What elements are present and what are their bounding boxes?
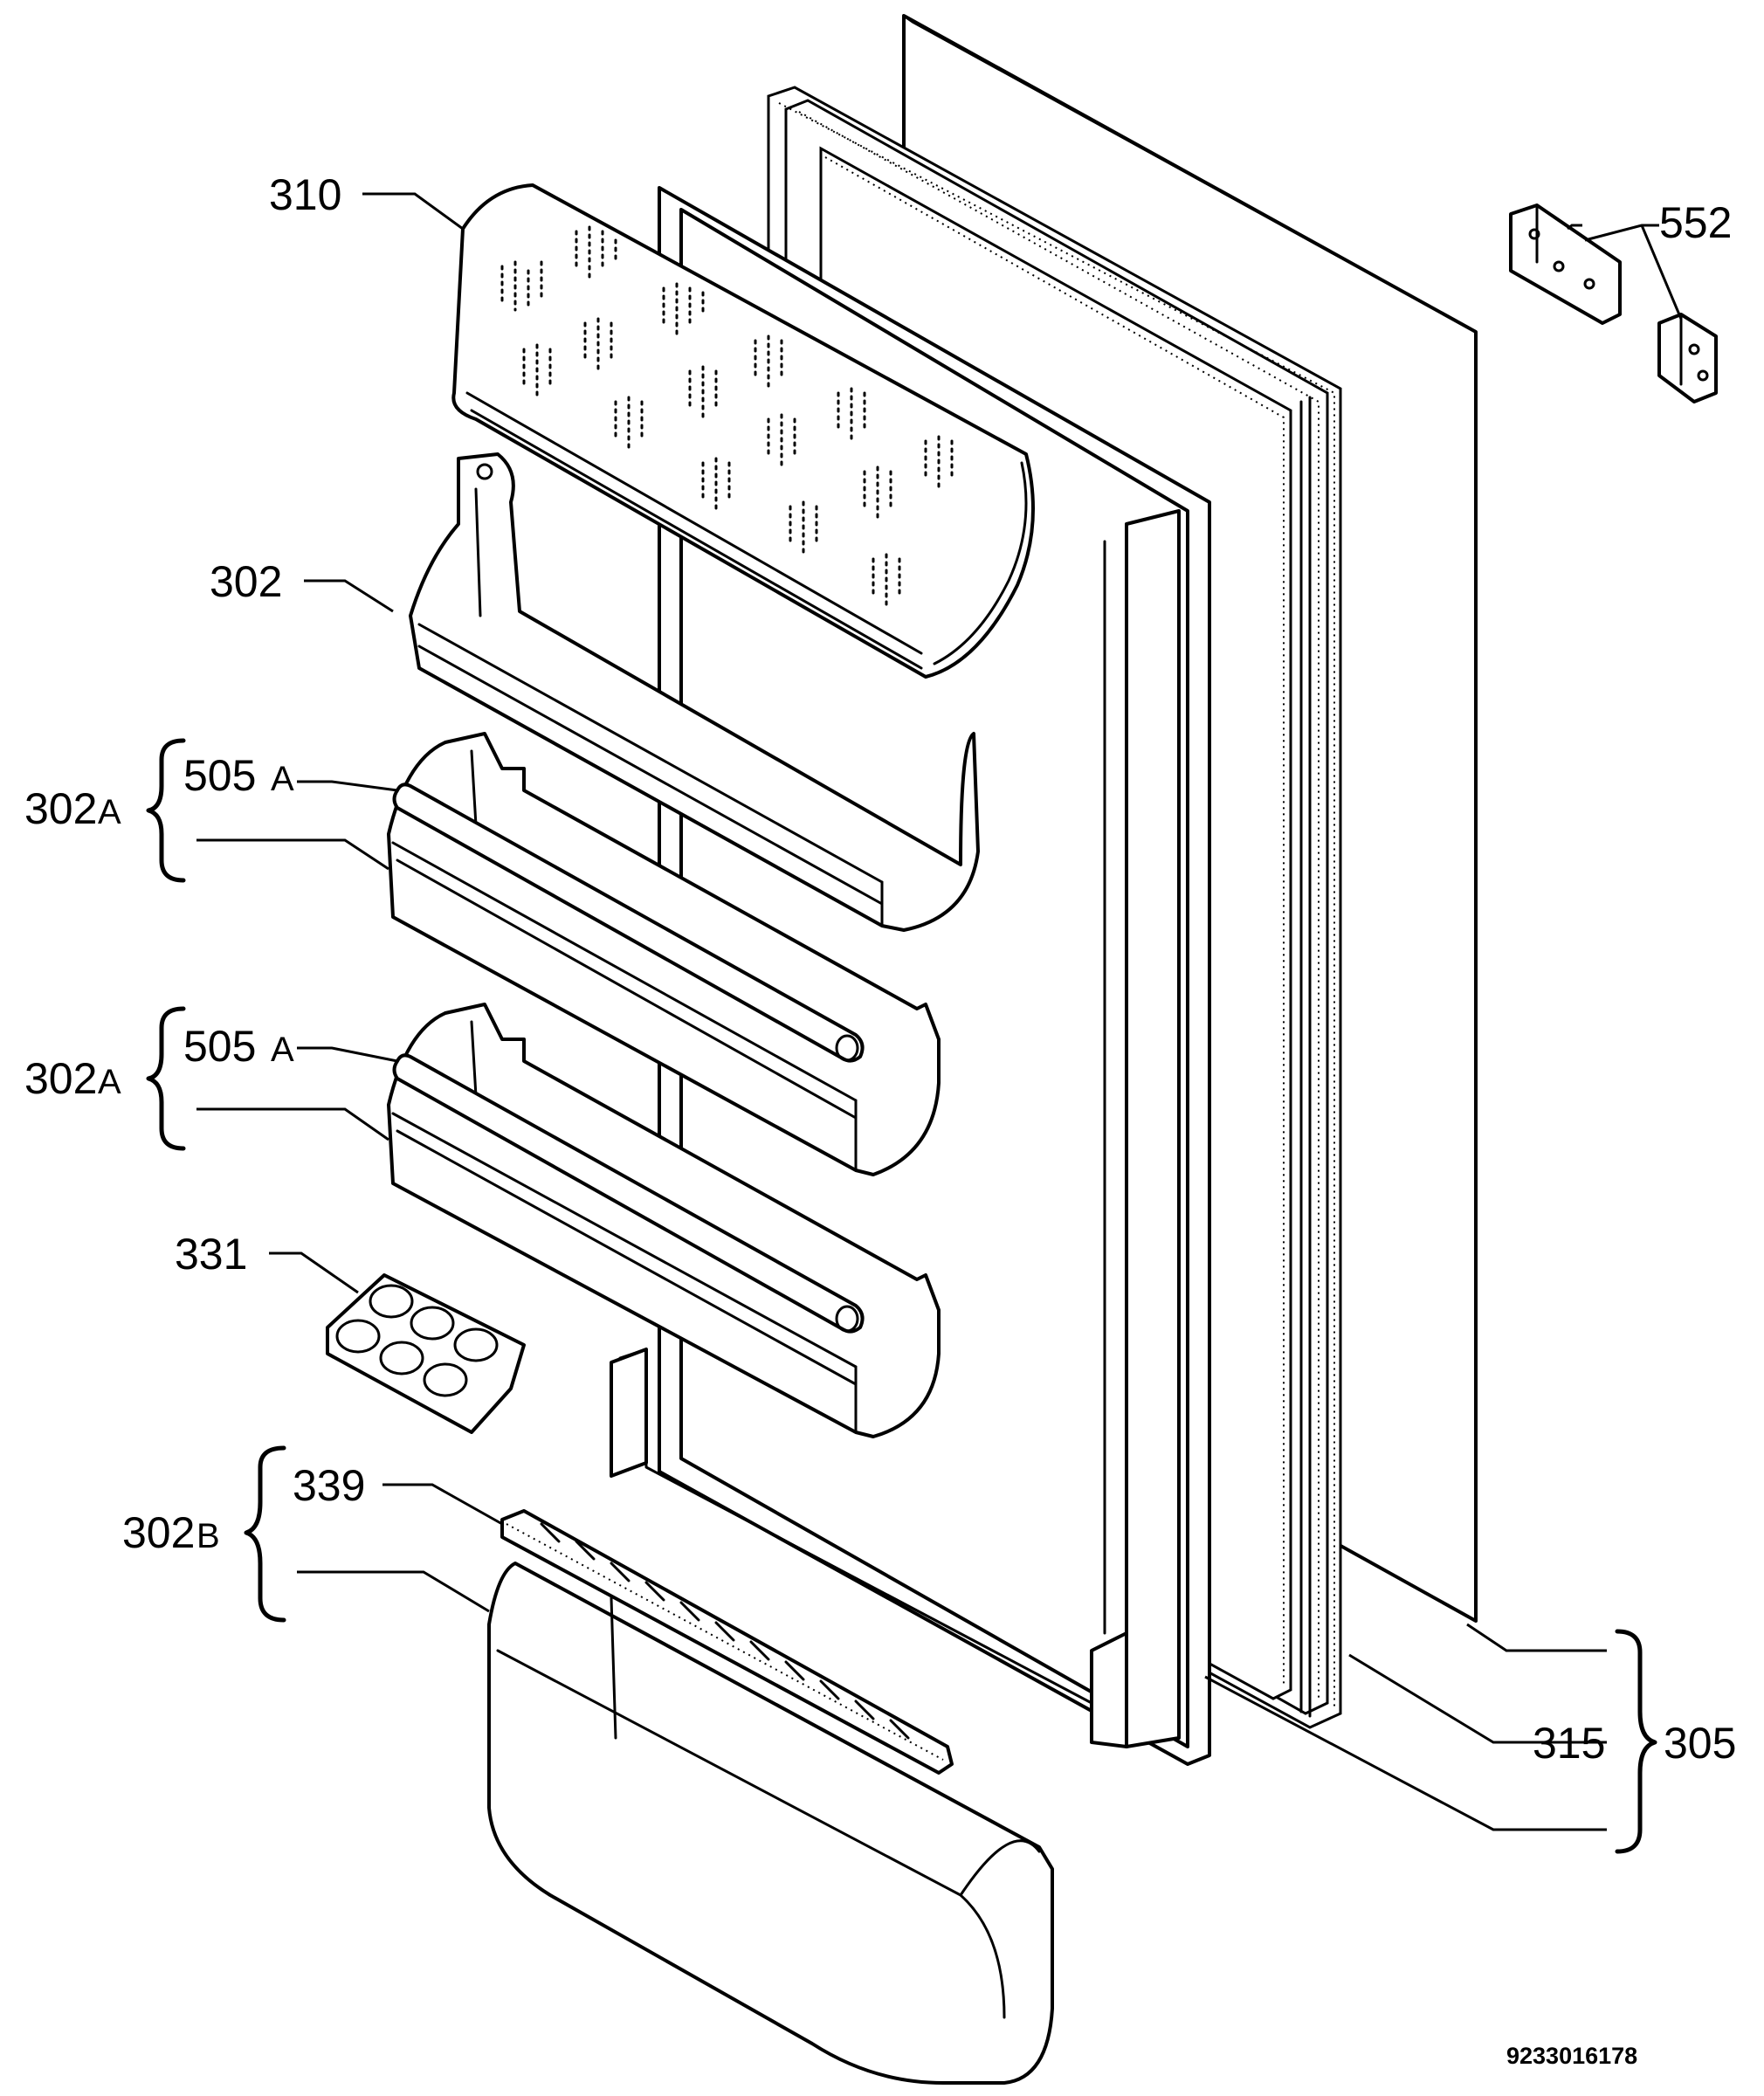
- label-505a-mid: 505: [183, 1022, 256, 1071]
- label-302b: 302: [122, 1508, 195, 1557]
- drawing-code: 9233016178: [1506, 2043, 1637, 2069]
- brace-302b: [244, 1445, 286, 1623]
- braces: [146, 738, 1657, 1854]
- rail-505a-top: [392, 783, 865, 1063]
- label-302a-mid: 302: [24, 1054, 97, 1103]
- label-305: 305: [1664, 1719, 1736, 1768]
- dairy-cover-310: [451, 183, 1035, 679]
- brace-305: [1615, 1629, 1657, 1854]
- door-shelf-302b: [487, 1562, 1054, 2085]
- vent-pattern: [500, 225, 954, 609]
- label-310: 310: [269, 170, 341, 219]
- label-302: 302: [210, 557, 282, 606]
- hinge-cover-552: [1509, 203, 1718, 403]
- leader-lines: [196, 192, 1683, 1831]
- rail-505a-mid: [392, 1053, 865, 1334]
- label-315: 315: [1533, 1719, 1605, 1768]
- label-302a-top: 302: [24, 784, 97, 833]
- brace-302a-mid: [146, 1006, 186, 1151]
- label-331: 331: [175, 1230, 247, 1279]
- label-505a-top: 505: [183, 751, 256, 800]
- label-505a-mid-sub: A: [271, 1031, 294, 1069]
- egg-tray-331: [326, 1273, 526, 1434]
- label-339: 339: [293, 1461, 365, 1510]
- bottle-rack-339: [500, 1509, 954, 1775]
- label-552: 552: [1659, 198, 1732, 247]
- label-505a-top-sub: A: [271, 760, 294, 798]
- label-302a-top-sub: A: [98, 793, 121, 831]
- label-302a-mid-sub: A: [98, 1063, 121, 1101]
- label-302b-sub: B: [196, 1517, 220, 1555]
- brace-302a-top: [146, 738, 186, 883]
- part-labels: 310 302 302 A 505 A 302 A 505 A 331 302 …: [24, 170, 1736, 2069]
- door-shelf-302: [409, 452, 980, 932]
